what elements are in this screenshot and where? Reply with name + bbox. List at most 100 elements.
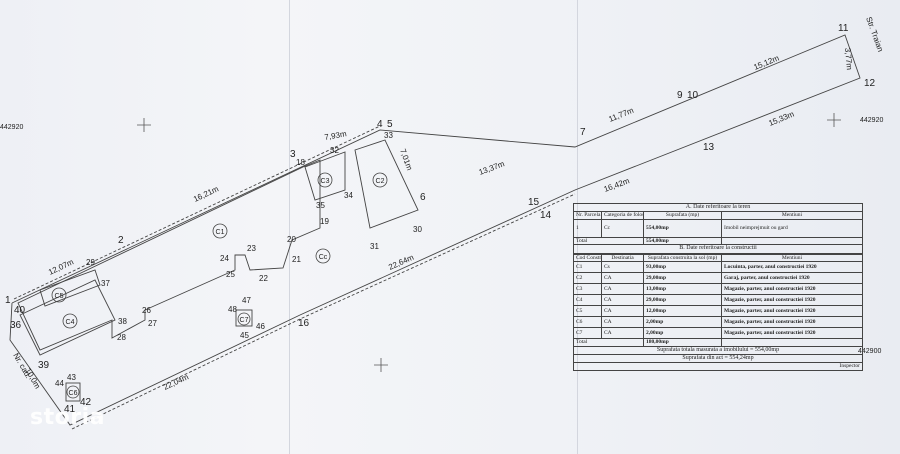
point-label: 34	[344, 191, 353, 200]
grid-coordinate: 442900	[858, 348, 881, 355]
construction-header: Destinatia	[601, 253, 644, 263]
construction-cell: 2,00mp	[643, 316, 722, 329]
point-label: 9	[677, 90, 683, 101]
dimension-label: 12,07m	[47, 257, 75, 277]
land-table-title: A. Date referitoare la teren	[573, 202, 863, 213]
construction-table-title: B. Date referitoare la constructii	[573, 244, 863, 254]
grid-coordinate: 442920	[0, 124, 23, 131]
construction-cell: 2,00mp	[643, 327, 722, 340]
point-label: 33	[384, 131, 393, 140]
point-label: 42	[80, 397, 92, 408]
dimension-label: 16,21m	[192, 184, 220, 204]
land-total-value: 554,00mp	[643, 236, 722, 246]
parcel-boundary	[9, 34, 861, 426]
point-label: 39	[38, 360, 50, 371]
construction-cell: C5	[573, 305, 602, 318]
point-label: 4	[377, 119, 383, 130]
construction-cell: C6	[573, 316, 602, 329]
point-label: 35	[316, 201, 325, 210]
building-c6	[65, 382, 81, 402]
point-label: 1	[5, 295, 11, 306]
building-c4	[19, 279, 116, 356]
point-label: 18	[296, 158, 305, 167]
construction-cell: Cs	[601, 261, 644, 274]
point-label: 11	[838, 23, 849, 34]
point-label: 16	[298, 318, 310, 329]
construction-cell: CA	[601, 305, 644, 318]
dimension-label: 15,33m	[767, 109, 795, 127]
construction-cell: CA	[601, 327, 644, 340]
construction-header: Mentiuni	[721, 253, 863, 263]
point-label: 30	[413, 225, 422, 234]
construction-cell: C2	[573, 272, 602, 285]
point-label: 47	[242, 296, 251, 305]
land-total-label: Total	[573, 236, 644, 246]
construction-cell: CA	[601, 272, 644, 285]
dimension-label: 7,01m	[398, 148, 414, 172]
building-label: Cc	[319, 254, 328, 261]
watermark-logo: storia	[30, 405, 105, 430]
land-header: Nr. Parcela	[573, 211, 602, 220]
construction-cell: Magazie, parter, anul constructiei 1920	[721, 283, 863, 296]
point-label: 22	[259, 274, 268, 283]
dimension-label: 15,12m	[752, 53, 780, 71]
point-label: 21	[292, 255, 301, 264]
land-header: Mentiuni	[721, 211, 863, 220]
point-label: 43	[67, 373, 76, 382]
street-label: Str. Traian	[864, 16, 885, 53]
point-label: 40	[14, 305, 26, 316]
point-label: 13	[703, 142, 715, 153]
point-label: 46	[256, 322, 265, 331]
building-label: C1	[216, 229, 225, 236]
building-label: C2	[376, 178, 385, 185]
building-label: C3	[321, 178, 330, 185]
construction-cell: Garaj, parter, anul constructiei 1920	[721, 272, 863, 285]
construction-cell: 93,00mp	[643, 261, 722, 274]
point-label: 23	[247, 244, 256, 253]
construction-cell: Magazie, parter, anul constructiei 1920	[721, 316, 863, 329]
point-label: 15	[528, 197, 540, 208]
point-label: 24	[220, 254, 229, 263]
construction-table: Cod Constr. Destinatia Suprafata constru…	[573, 253, 863, 371]
building-c7	[235, 309, 253, 327]
construction-cell: 29,00mp	[643, 272, 722, 285]
construction-cell: 29,00mp	[643, 294, 722, 307]
point-label: 25	[226, 270, 235, 279]
point-label: 12	[864, 78, 876, 89]
construction-cell: CA	[601, 294, 644, 307]
building-c1	[17, 159, 321, 351]
point-label: 31	[370, 242, 379, 251]
measured-area-note: Suprafata totala masurata a imobilului =…	[573, 345, 863, 355]
building-label: C5	[55, 293, 64, 300]
point-label: 45	[240, 331, 249, 340]
inspector-label: Inspector	[573, 362, 863, 371]
construction-cell: CA	[601, 316, 644, 329]
point-label: 38	[118, 317, 127, 326]
land-header: Suprafata (mp)	[643, 211, 722, 220]
building-c2	[354, 139, 419, 229]
construction-cell: Magazie, parter, anul constructiei 1920	[721, 327, 863, 340]
point-label: 2	[118, 235, 124, 246]
construction-header: Suprafata construita la sol (mp)	[643, 253, 722, 263]
point-label: 32	[330, 146, 339, 155]
land-table: A. Date referitoare la teren Nr. Parcela…	[573, 202, 863, 254]
land-cell: Cc	[601, 218, 644, 238]
land-header: Categoria de folosinta	[601, 211, 644, 220]
building-c5	[39, 269, 101, 307]
point-label: 14	[540, 210, 552, 221]
point-label: 36	[10, 320, 22, 331]
grid-coordinate: 442920	[860, 117, 883, 124]
land-cell: 1	[573, 218, 602, 238]
construction-cell: 13,00mp	[643, 283, 722, 296]
point-label: 6	[420, 192, 426, 203]
point-label: 44	[55, 379, 64, 388]
point-label: 10	[687, 90, 699, 101]
deed-area-note: Suprafata din act = 554,24mp	[573, 353, 863, 364]
building-label: C6	[69, 390, 78, 397]
